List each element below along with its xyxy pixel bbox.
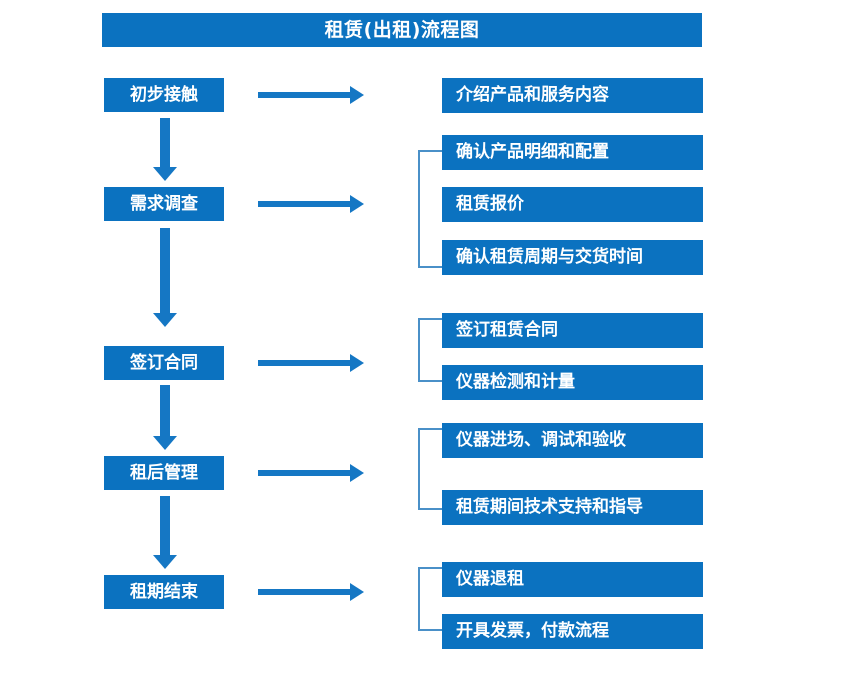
detail-box-confirm-lease-period-delivery[interactable]: 确认租赁周期与交货时间: [442, 240, 703, 275]
stage-box-sign-contract[interactable]: 签订合同: [104, 346, 224, 380]
detail-box-instrument-return[interactable]: 仪器退租: [442, 562, 703, 597]
stage-box-initial-contact[interactable]: 初步接触: [104, 78, 224, 112]
stage-box-demand-survey[interactable]: 需求调查: [104, 187, 224, 221]
detail-box-rental-quotation[interactable]: 租赁报价: [442, 187, 703, 222]
detail-box-instrument-delivery-commissioning[interactable]: 仪器进场、调试和验收: [442, 423, 703, 458]
right-arrow-icon-3: [258, 354, 364, 372]
stage-box-post-rental-management[interactable]: 租后管理: [104, 456, 224, 490]
group-bracket-lease-end: [418, 567, 442, 631]
right-arrow-icon-1: [258, 86, 364, 104]
detail-box-introduce-products-services[interactable]: 介绍产品和服务内容: [442, 78, 703, 113]
right-arrow-icon-4: [258, 464, 364, 482]
detail-box-sign-rental-contract[interactable]: 签订租赁合同: [442, 313, 703, 348]
down-arrow-icon-4: [153, 496, 177, 569]
down-arrow-icon-2: [153, 228, 177, 327]
down-arrow-icon-1: [153, 118, 177, 181]
chart-title: 租赁(出租)流程图: [102, 13, 702, 47]
detail-box-invoice-payment-process[interactable]: 开具发票，付款流程: [442, 614, 703, 649]
detail-box-instrument-inspection-metering[interactable]: 仪器检测和计量: [442, 365, 703, 400]
group-bracket-post-rental-management: [418, 428, 442, 510]
detail-box-confirm-product-specs[interactable]: 确认产品明细和配置: [442, 135, 703, 170]
group-bracket-demand-survey: [418, 150, 442, 268]
detail-box-technical-support-during-lease[interactable]: 租赁期间技术支持和指导: [442, 490, 703, 525]
group-bracket-sign-contract: [418, 318, 442, 382]
stage-box-lease-end[interactable]: 租期结束: [104, 575, 224, 609]
right-arrow-icon-2: [258, 195, 364, 213]
down-arrow-icon-3: [153, 385, 177, 450]
right-arrow-icon-5: [258, 583, 364, 601]
